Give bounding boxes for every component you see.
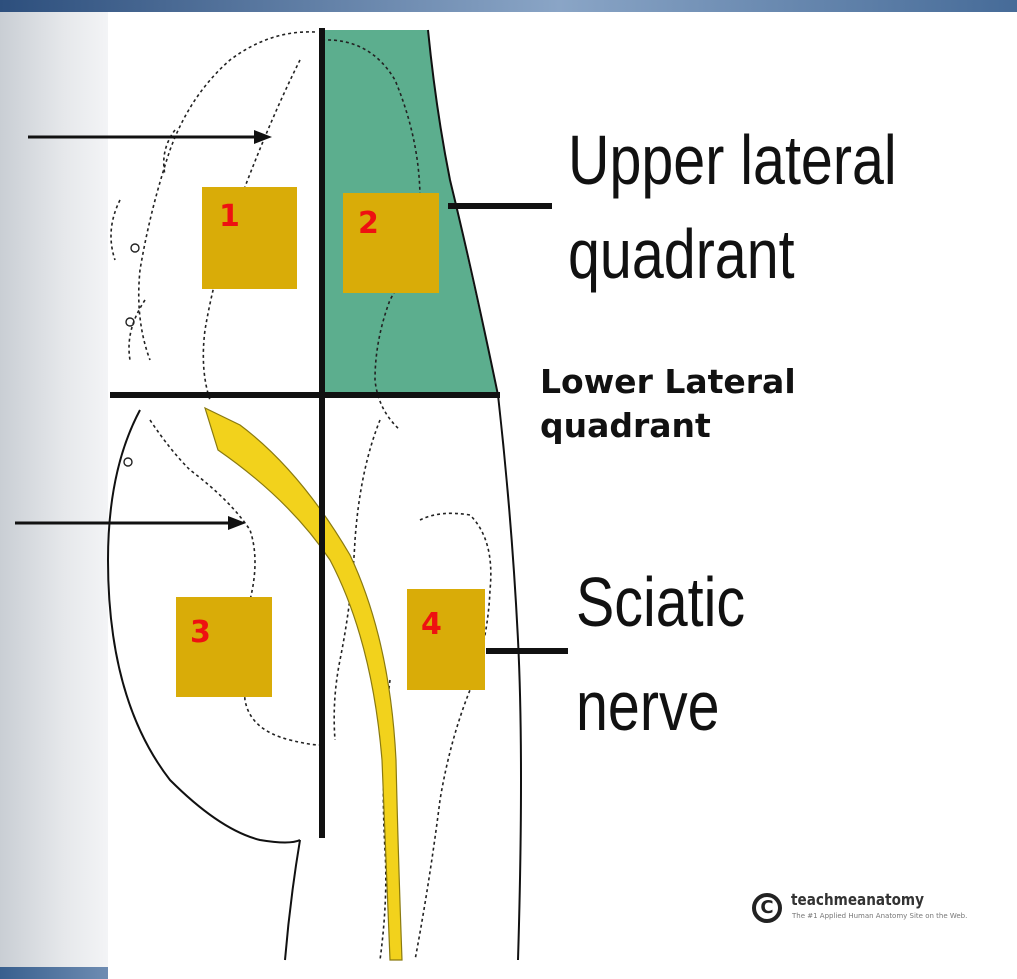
logo-name: teachmeanatomy — [791, 890, 924, 909]
logo-tagline: The #1 Applied Human Anatomy Site on the… — [792, 912, 967, 920]
upper-lateral-label-line1: Upper lateral — [568, 124, 897, 196]
arrow-right-icon — [15, 516, 246, 530]
quadrant-box-2: 2 — [343, 193, 439, 293]
quadrant-number: 2 — [358, 206, 379, 241]
quadrant-number: 1 — [219, 199, 240, 234]
upper-lateral-label-line2: quadrant — [568, 218, 795, 290]
lower-lateral-label-line1: Lower Lateral — [540, 362, 796, 402]
lower-lateral-label-line2: quadrant — [540, 406, 711, 446]
quadrant-box-4: 4 — [407, 589, 485, 690]
quadrant-number: 4 — [421, 607, 442, 642]
pelvis-foramen-mark — [124, 458, 132, 466]
pelvis-foramen-mark — [131, 244, 139, 252]
arrow-right-icon — [28, 130, 272, 144]
quadrant-box-1: 1 — [202, 187, 297, 289]
quadrant-number: 3 — [190, 615, 211, 650]
copyright-icon: C — [752, 893, 782, 923]
sciatic-label-line1: Sciatic — [576, 566, 745, 638]
sciatic-label-line2: nerve — [576, 670, 720, 742]
thigh-outline-medial — [285, 840, 300, 960]
quadrant-box-3: 3 — [176, 597, 272, 697]
pelvis-foramen-mark — [126, 318, 134, 326]
